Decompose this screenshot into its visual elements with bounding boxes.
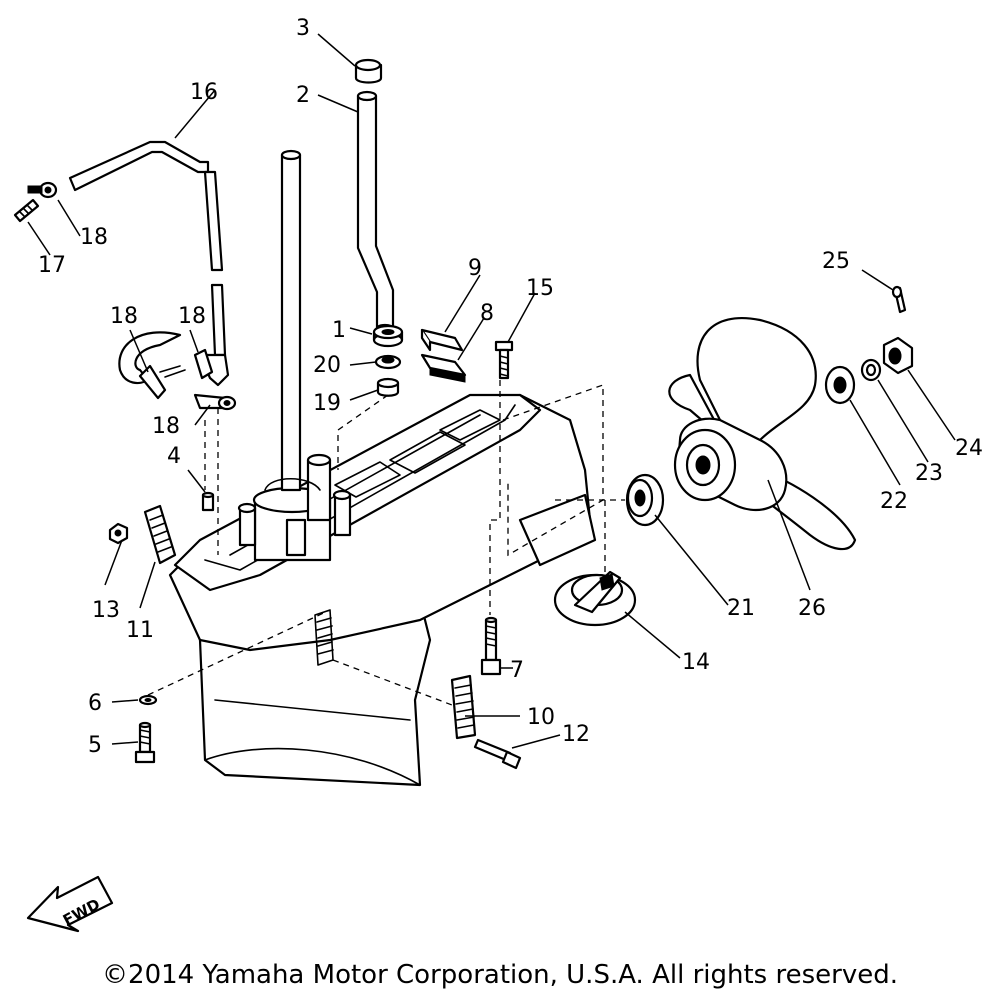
dowel-pin-4 [201, 491, 215, 512]
seal-20 [374, 354, 402, 370]
nut-24 [882, 336, 914, 375]
rubber-seal-9 [420, 328, 464, 352]
anode-10 [450, 674, 477, 740]
tube-grommet [354, 58, 383, 84]
callout-8: 8 [480, 301, 494, 326]
callout-11: 11 [126, 618, 154, 643]
assembly-dash-lines [147, 380, 625, 706]
nut-13 [108, 522, 129, 545]
callout-16: 16 [190, 80, 218, 105]
callout-18: 18 [110, 304, 138, 329]
callout-2: 2 [296, 83, 310, 108]
water-tube [356, 90, 395, 333]
callout-10: 10 [527, 705, 555, 730]
callout-4: 4 [167, 444, 181, 469]
callout-5: 5 [88, 733, 102, 758]
leader-lines [27, 33, 956, 749]
clip-18c [193, 348, 214, 380]
callout-17: 17 [38, 253, 66, 278]
bolt-15 [494, 340, 514, 380]
callout-3: 3 [296, 16, 310, 41]
trim-tab-14 [553, 570, 637, 627]
bolt-5 [134, 721, 156, 764]
callout-9: 9 [468, 256, 482, 281]
callout-26: 26 [798, 596, 826, 621]
callout-22: 22 [880, 489, 908, 514]
callout-21: 21 [727, 596, 755, 621]
callout-13: 13 [92, 598, 120, 623]
copyright-notice: ©2014 Yamaha Motor Corporation, U.S.A. A… [102, 960, 898, 990]
seal-19 [376, 377, 400, 397]
bolt-7 [480, 616, 502, 676]
callout-7: 7 [510, 658, 524, 683]
callout-18: 18 [152, 414, 180, 439]
callout-19: 19 [313, 391, 341, 416]
clip-18a [27, 181, 58, 199]
lower-casing [168, 393, 597, 787]
bolt-12 [473, 738, 522, 770]
fwd-arrow: FWD [26, 875, 114, 933]
fitting-17 [13, 198, 40, 223]
washer-6 [138, 694, 158, 706]
callout-18: 18 [178, 304, 206, 329]
seal-1 [372, 324, 404, 348]
callout-6: 6 [88, 691, 102, 716]
callout-14: 14 [682, 650, 710, 675]
callout-labels: 3 2 16 18 17 9 8 15 25 1 20 19 18 18 18 … [38, 16, 983, 758]
anode-11 [143, 504, 177, 565]
drive-shaft [264, 149, 321, 492]
callout-1: 1 [332, 318, 346, 343]
callout-15: 15 [526, 276, 554, 301]
spacer-21 [625, 473, 665, 527]
hose-16 [68, 140, 230, 387]
clip-18d [193, 393, 237, 411]
rubber-seal-8 [420, 353, 467, 383]
callout-12: 12 [562, 722, 590, 747]
cotter-pin-25 [891, 285, 907, 314]
callout-24: 24 [955, 436, 983, 461]
callout-25: 25 [822, 249, 850, 274]
washer-23 [860, 358, 882, 382]
washer-22 [824, 365, 856, 405]
callout-18: 18 [80, 225, 108, 250]
callout-20: 20 [313, 353, 341, 378]
callout-23: 23 [915, 461, 943, 486]
propeller-26 [668, 317, 857, 551]
